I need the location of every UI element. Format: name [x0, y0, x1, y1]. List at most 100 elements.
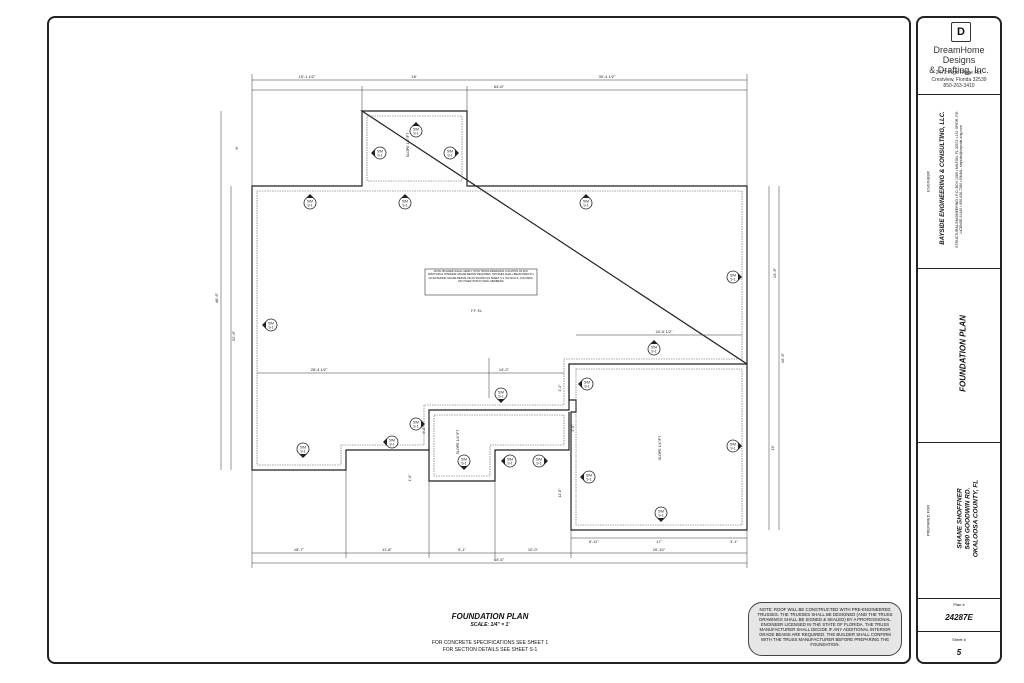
engineer-label: ENGINEER	[925, 171, 931, 192]
section-marker: 5/MS-1	[532, 454, 548, 468]
svg-text:5/M: 5/M	[507, 458, 513, 462]
svg-text:5/M: 5/M	[498, 391, 504, 395]
svg-text:5/M: 5/M	[658, 510, 664, 514]
sheet-number-label: Sheet #	[952, 637, 966, 642]
section-markers: 5/MS-1 5/MS-1 5/MS-1 5/MS-1 5/MS-1 5/MS-…	[262, 122, 742, 522]
center-note-box	[424, 268, 538, 296]
svg-text:5/M: 5/M	[730, 274, 736, 278]
company-name-line2: & Drafting, Inc.	[929, 65, 989, 75]
svg-text:S-1: S-1	[536, 462, 542, 466]
ff-elevation-label: F.F. EL.	[471, 309, 483, 313]
svg-text:S-1: S-1	[498, 395, 504, 399]
section-marker: 5/MS-1	[371, 146, 387, 160]
section-marker: 5/MS-1	[409, 417, 425, 431]
dim-right-1: 13'-6"	[772, 267, 777, 278]
svg-text:5/M: 5/M	[377, 150, 383, 154]
section-marker: 5/MS-1	[303, 194, 317, 210]
dim-left-inner: 31'-6"	[231, 330, 236, 341]
dim-top-3: 39'-4 1/2"	[599, 74, 616, 79]
sheet-number-section: Sheet # 5	[918, 632, 1000, 662]
svg-text:5/M: 5/M	[413, 421, 419, 425]
plan-number-section: Plan # 24287E	[918, 599, 1000, 632]
section-marker: 5/MS-1	[262, 318, 278, 332]
section-marker: 5/MS-1	[494, 387, 508, 403]
svg-text:5/M: 5/M	[461, 458, 467, 462]
svg-text:S-1: S-1	[730, 447, 736, 451]
slope-label-garage: SLOPE 1/4"/FT	[456, 429, 460, 454]
dim-bottom-1: 18'-7"	[294, 547, 305, 552]
dim-bottom-inner-3: 3'-1"	[730, 539, 739, 544]
dim-bottom-2: 11'-8"	[382, 547, 392, 552]
title-block: D DreamHome Designs & Drafting, Inc. 247…	[916, 16, 1002, 664]
client-address: 5490 GOODWIN RD.	[964, 487, 972, 550]
svg-text:S-1: S-1	[300, 450, 306, 454]
svg-text:5/M: 5/M	[447, 150, 453, 154]
svg-text:S-1: S-1	[402, 204, 408, 208]
section-marker: 5/MS-1	[726, 439, 742, 453]
dim-small-3: 1'-4"	[558, 384, 562, 392]
dim-small-4: 4'-0"	[571, 424, 575, 432]
svg-text:5/M: 5/M	[300, 446, 306, 450]
plan-title: FOUNDATION PLAN	[451, 612, 529, 621]
dim-right-top: 8'	[234, 146, 239, 149]
client-name: SHANE SHOFFNER	[956, 488, 964, 549]
section-detail-note: FOR SECTION DETAILS SEE SHEET S-1	[442, 647, 538, 653]
engineer-section: BAYSIDE ENGINEERING & CONSULTING, LLC. S…	[918, 95, 1000, 269]
svg-text:S-1: S-1	[651, 350, 657, 354]
svg-text:S-1: S-1	[447, 154, 453, 158]
svg-text:5/M: 5/M	[651, 346, 657, 350]
dim-small-5: 11'-6"	[558, 488, 562, 498]
dim-bottom-3: 9'-1"	[458, 547, 467, 552]
svg-text:S-1: S-1	[307, 204, 313, 208]
slope-label-porch: SLOPE 1/4"/FT	[406, 132, 410, 157]
slope-label-room: SLOPE 1/4"/FT	[658, 435, 662, 460]
center-note-text: NOTE: BUILDER SHALL VERIFY WITH TRUSS DR…	[427, 270, 535, 283]
engineer-name: BAYSIDE ENGINEERING & CONSULTING, LLC.	[940, 111, 946, 245]
truss-note-box: NOTE: ROOF WILL BE CONSTRUCTED WITH PRE-…	[748, 602, 902, 656]
svg-text:5/M: 5/M	[586, 474, 592, 478]
dim-right-3: 19'	[770, 445, 775, 450]
foundation-walls	[251, 110, 748, 531]
dim-left-overall: 48'-6"	[214, 292, 219, 303]
svg-text:S-1: S-1	[461, 462, 467, 466]
company-name-line1: DreamHome Designs	[933, 45, 985, 65]
dim-bottom-inner-2: 17'	[656, 539, 661, 544]
section-marker: 5/MS-1	[579, 194, 593, 210]
section-marker: 5/MS-1	[654, 506, 668, 522]
svg-text:5/M: 5/M	[307, 200, 313, 204]
dimension-lines	[220, 74, 780, 568]
section-marker: 5/MS-1	[296, 442, 310, 458]
section-marker: 5/MS-1	[443, 146, 459, 160]
section-marker: 5/MS-1	[647, 340, 661, 356]
dim-interior-2: 14'-2"	[499, 367, 510, 372]
foundation-plan-drawing: 15'-1 1/2" 18' 39'-4 1/2" 64'-6" 18'-7" …	[214, 74, 785, 568]
company-phone: 850-263-3410	[943, 83, 975, 89]
svg-text:S-1: S-1	[584, 385, 590, 389]
svg-text:S-1: S-1	[389, 443, 395, 447]
plan-number-label: Plan #	[953, 602, 965, 607]
company-section: D DreamHome Designs & Drafting, Inc. 247…	[918, 18, 1000, 95]
dim-bottom-5: 20'-10"	[653, 547, 666, 552]
svg-text:S-1: S-1	[730, 278, 736, 282]
section-marker: 5/MS-1	[578, 377, 594, 391]
svg-text:S-1: S-1	[377, 154, 383, 158]
dim-small-2: 3'-8"	[422, 426, 426, 434]
dim-top-1: 15'-1 1/2"	[299, 74, 316, 79]
section-marker: 5/MS-1	[409, 122, 423, 138]
company-name: DreamHome Designs & Drafting, Inc.	[918, 45, 1000, 75]
dim-top-overall: 64'-6"	[494, 84, 505, 89]
drawing-sheet: 15'-1 1/2" 18' 39'-4 1/2" 64'-6" 18'-7" …	[47, 16, 911, 664]
sheet-title-section: FOUNDATION PLAN	[918, 269, 1000, 443]
plan-number: 24287E	[945, 613, 973, 622]
section-marker: 5/MS-1	[457, 454, 471, 470]
dim-bottom-4: 10'-0"	[528, 547, 539, 552]
svg-text:S-1: S-1	[413, 425, 419, 429]
sheet-title: FOUNDATION PLAN	[958, 315, 968, 392]
svg-text:5/M: 5/M	[389, 439, 395, 443]
section-marker: 5/MS-1	[383, 435, 399, 449]
dim-interior-1: 28'-4 1/2"	[311, 367, 328, 372]
svg-text:5/M: 5/M	[584, 381, 590, 385]
section-marker: 5/MS-1	[726, 270, 742, 284]
dim-right-2: 16'-6"	[780, 352, 785, 363]
address-line1: 2472 High Ridge Rd.	[935, 70, 983, 76]
